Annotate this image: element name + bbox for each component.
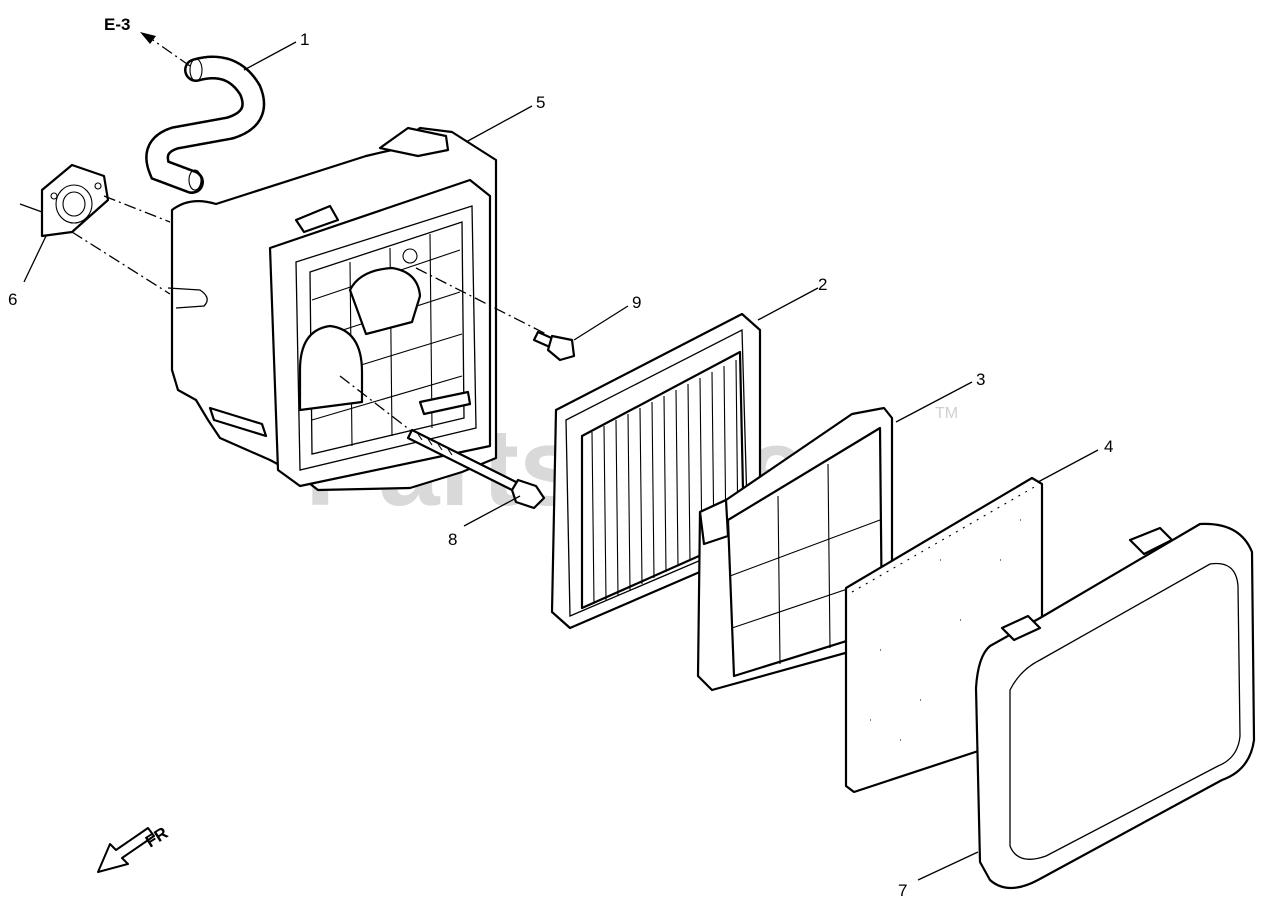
callout-1: 1: [300, 30, 309, 49]
bolt-long-align-line: [339, 375, 411, 431]
bolt-short: [532, 330, 576, 362]
reference-arrow-icon: [140, 32, 156, 44]
leader-lines: [23, 41, 1099, 881]
gasket-align-line-2: [71, 231, 171, 295]
callout-9: 9: [632, 293, 641, 312]
watermark-trademark: TM: [935, 405, 958, 422]
reference-label: E-3: [104, 15, 130, 34]
callout-5: 5: [536, 93, 545, 112]
callout-6: 6: [8, 290, 17, 309]
air-cleaner-case: [167, 126, 498, 492]
callout-3: 3: [976, 370, 985, 389]
front-direction-arrow-icon: [97, 827, 155, 873]
callout-2: 2: [818, 275, 827, 294]
callout-7: 7: [898, 881, 907, 900]
air-cleaner-cover: [974, 522, 1256, 890]
callout-4: 4: [1104, 437, 1113, 456]
gasket-align-line-1: [103, 195, 171, 223]
bolt-long: [406, 428, 546, 510]
gasket: [19, 163, 110, 238]
callout-8: 8: [448, 530, 457, 549]
hose-reference-line: [149, 37, 191, 67]
front-direction-label: FR: [142, 823, 171, 851]
bolt-short-align-line: [415, 267, 547, 335]
breather-hose: [145, 55, 266, 194]
